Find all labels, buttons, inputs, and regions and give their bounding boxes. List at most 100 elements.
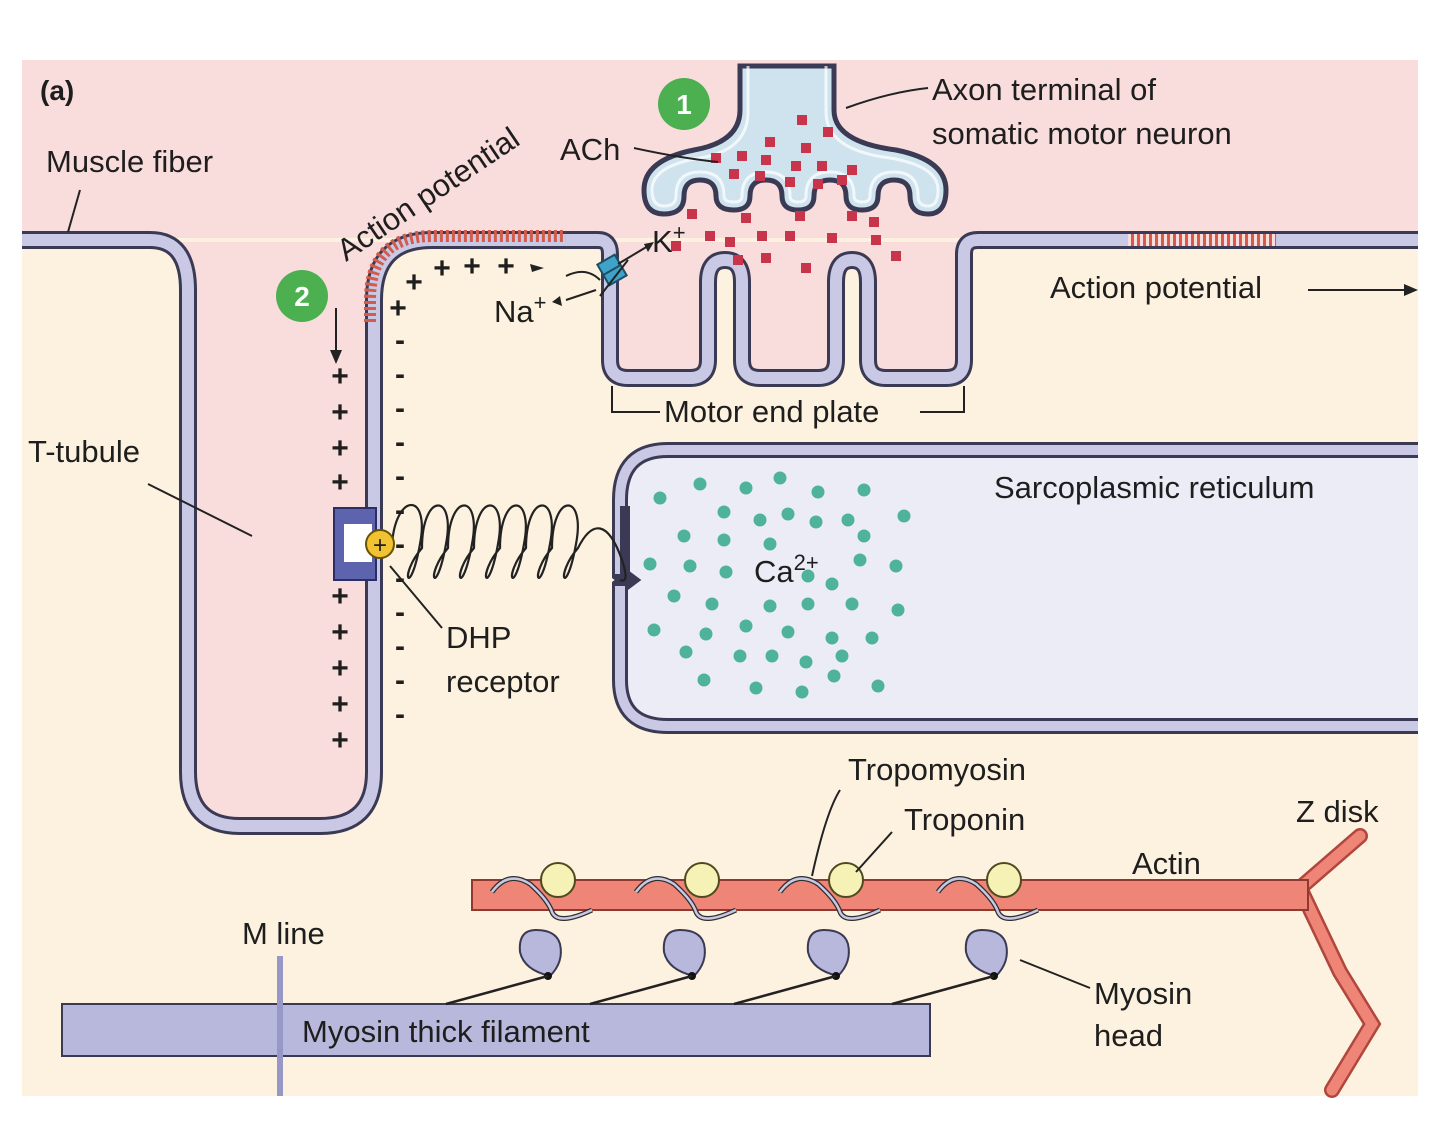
calcium-ions	[643, 471, 911, 699]
myosin-thick-filament	[61, 1003, 931, 1057]
calcium-ion	[801, 569, 815, 583]
negative-charge-sign: -	[395, 494, 405, 527]
calcium-ion	[865, 631, 879, 645]
negative-charge-sign: -	[395, 698, 405, 731]
negative-charge-sign: -	[395, 358, 405, 391]
crossbridges	[445, 862, 1040, 1006]
calcium-ion	[653, 491, 667, 505]
troponin-icon	[986, 862, 1022, 898]
calcium-ion	[647, 623, 661, 637]
ach-molecule	[817, 161, 827, 171]
ach-molecule	[797, 115, 807, 125]
ach-molecule	[813, 179, 823, 189]
ach-label: ACh	[560, 132, 620, 167]
dhp-voltage-sensor	[365, 529, 395, 559]
crossbridge-unit	[733, 862, 882, 1006]
negative-charge-sign: -	[395, 596, 405, 629]
calcium-ion	[705, 597, 719, 611]
ach-molecule	[757, 231, 767, 241]
ach-molecule	[795, 211, 805, 221]
myosin-neck	[445, 974, 549, 1006]
crossbridge-unit	[589, 862, 738, 1006]
actin-filament	[471, 879, 1309, 911]
m-line-label: M line	[242, 916, 325, 951]
troponin-icon	[828, 862, 864, 898]
ach-molecule	[671, 241, 681, 251]
calcium-ion	[697, 673, 711, 687]
ach-molecule	[705, 231, 715, 241]
dhp-receptor-label-line2: receptor	[446, 664, 560, 699]
myosin-neck	[891, 974, 995, 1006]
step-2-badge	[276, 270, 328, 322]
calcium-ion	[801, 597, 815, 611]
t-tubule-lumen	[22, 242, 600, 822]
panel-label: (a)	[40, 75, 74, 106]
sr-channel	[620, 506, 630, 582]
tropomyosin-label: Tropomyosin	[848, 752, 1026, 787]
ach-molecule	[687, 209, 697, 219]
calcium-ion	[871, 679, 885, 693]
action-potential-right-label: Action potential	[1050, 270, 1262, 305]
calcium-ion	[749, 681, 763, 695]
calcium-ion	[891, 603, 905, 617]
calcium-ion	[795, 685, 809, 699]
positive-charge-sign: +	[331, 432, 349, 465]
positive-charge-sign: +	[331, 724, 349, 757]
dhp-receptor-label-line1: DHP	[446, 620, 511, 655]
ach-molecule	[737, 151, 747, 161]
positive-charge-sign: +	[433, 252, 451, 285]
axon-terminal-label-line1: Axon terminal of	[932, 72, 1156, 107]
na-ion-label: Na+	[494, 290, 547, 329]
calcium-ion	[825, 631, 839, 645]
calcium-ion	[753, 513, 767, 527]
calcium-ion	[765, 649, 779, 663]
negative-charge-sign: -	[395, 630, 405, 663]
axon-terminal-label-line2: somatic motor neuron	[932, 116, 1232, 151]
muscle-fiber-label: Muscle fiber	[46, 144, 213, 179]
membrane-positive-charges: ++++++++++++++	[331, 250, 515, 757]
myosin-head-label-line1: Myosin	[1094, 976, 1192, 1011]
calcium-ion	[781, 625, 795, 639]
myosin-thick-filament-label: Myosin thick filament	[302, 1014, 590, 1049]
ach-molecule	[761, 253, 771, 263]
t-tubule-label: T-tubule	[28, 434, 140, 469]
negative-charge-sign: -	[395, 324, 405, 357]
calcium-ion	[739, 619, 753, 633]
calcium-ion	[719, 565, 733, 579]
calcium-ion	[897, 509, 911, 523]
myosin-neck	[589, 974, 693, 1006]
motor-end-plate-cleft	[600, 242, 962, 376]
calcium-ion	[825, 577, 839, 591]
calcium-ion	[811, 485, 825, 499]
calcium-ion	[853, 553, 867, 567]
ach-molecule	[869, 217, 879, 227]
calcium-ion	[835, 649, 849, 663]
calcium-ion	[693, 477, 707, 491]
ach-molecule	[823, 127, 833, 137]
calcium-ion	[683, 559, 697, 573]
calcium-ion	[781, 507, 795, 521]
ach-molecule	[871, 235, 881, 245]
sarcolemma-membrane-fill	[22, 234, 1418, 832]
myosin-neck	[733, 974, 837, 1006]
leader-lines	[67, 87, 1404, 989]
ryanodine-spring-icon	[390, 503, 627, 582]
calcium-ion	[717, 505, 731, 519]
calcium-ion	[841, 513, 855, 527]
calcium-ion	[763, 537, 777, 551]
ach-molecule	[765, 137, 775, 147]
ach-molecule	[733, 255, 743, 265]
arrowheads	[330, 242, 1418, 364]
ach-molecule	[761, 155, 771, 165]
ach-molecule	[847, 165, 857, 175]
calcium-ion	[667, 589, 681, 603]
calcium-ion	[845, 597, 859, 611]
troponin-icon	[684, 862, 720, 898]
positive-charge-sign: +	[497, 250, 515, 283]
ach-molecule	[847, 211, 857, 221]
ach-molecule	[891, 251, 901, 261]
myosin-head-label-line2: head	[1094, 1018, 1163, 1053]
z-disk-label: Z disk	[1296, 794, 1379, 829]
ach-molecule	[711, 153, 721, 163]
